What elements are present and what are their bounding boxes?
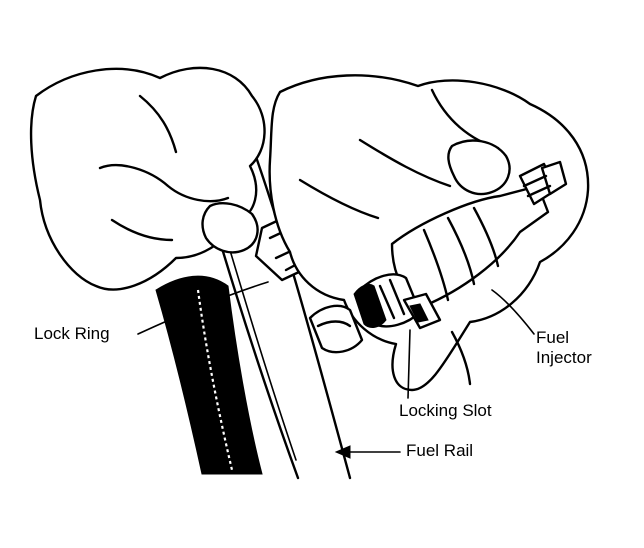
leader-lines	[137, 281, 535, 459]
lock-ring-leader	[137, 281, 269, 335]
fuel-rail-arrowhead	[334, 445, 351, 459]
fuel-injector-label-line2: Injector	[536, 348, 592, 367]
left-hand	[29, 66, 266, 291]
locking-slot	[402, 292, 442, 330]
locking-slot-leader	[407, 329, 411, 399]
injector-nozzle	[308, 273, 422, 354]
locking-slot-label: Locking Slot	[399, 401, 492, 420]
fuel-rail-label: Fuel Rail	[406, 441, 474, 460]
fuel-injector-label: Fuel Injector	[536, 328, 592, 368]
lock-ring-label: Lock Ring	[34, 324, 110, 343]
fuel-hose	[155, 275, 263, 475]
fuel-injector-leader	[491, 289, 535, 335]
fuel-injector	[390, 160, 568, 308]
fuel-injector-label-line1: Fuel	[536, 328, 570, 347]
